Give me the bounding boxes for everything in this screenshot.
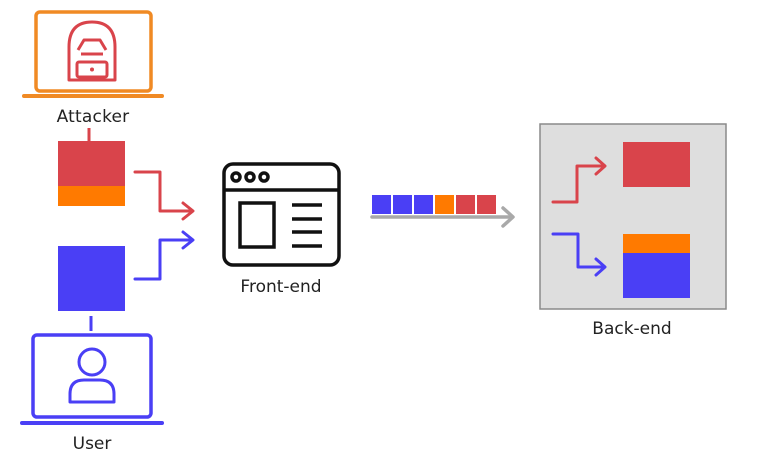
browser-window-icon <box>222 162 341 267</box>
attacker-arrow <box>133 170 195 221</box>
stream-packet-attacker <box>456 195 475 214</box>
backend-label: Back-end <box>592 319 671 339</box>
backend-user-arrow <box>551 232 607 277</box>
backend-attacker-request <box>623 142 690 187</box>
backend-user-request <box>623 234 690 298</box>
user-laptop-icon <box>20 333 164 425</box>
attacker-laptop-icon <box>22 10 164 98</box>
user-request-block <box>58 246 125 311</box>
stream-packet-user <box>414 195 433 214</box>
stream-arrow <box>370 206 515 228</box>
backend-panel <box>539 123 727 310</box>
user-person-icon <box>68 347 116 404</box>
stream-packet-attacker <box>477 195 496 214</box>
request-stream <box>372 195 496 214</box>
frontend-label: Front-end <box>240 277 321 297</box>
user-arrow <box>133 230 195 281</box>
attacker-label: Attacker <box>57 107 130 127</box>
hooded-hacker-icon <box>67 20 117 82</box>
attacker-request-block <box>58 141 125 206</box>
backend-attacker-arrow <box>551 156 607 204</box>
stream-packet-user <box>372 195 391 214</box>
user-label: User <box>73 434 112 454</box>
stream-packet-attacker-accent <box>435 195 454 214</box>
stream-packet-user <box>393 195 412 214</box>
